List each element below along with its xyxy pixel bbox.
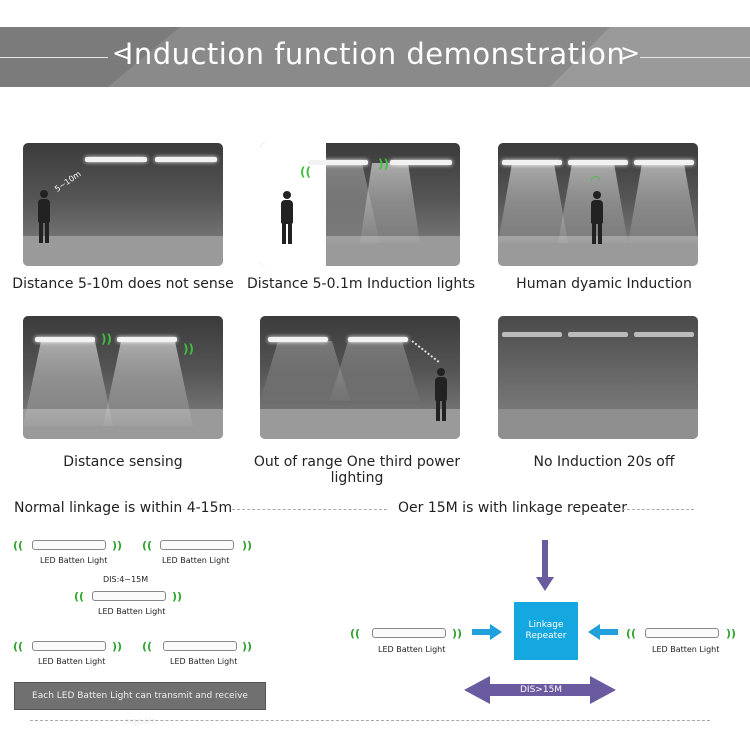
person-icon (280, 191, 294, 244)
lamp-label: LED Batten Light (40, 556, 108, 565)
divider (30, 720, 710, 721)
repeater-label: Linkage (528, 620, 564, 630)
divider (232, 509, 387, 510)
light-fixture (117, 337, 177, 342)
light-fixture (348, 337, 408, 342)
light-fixture (35, 337, 95, 342)
range-label: 5~10m (53, 169, 83, 194)
signal-wave-icon: )) (242, 640, 253, 653)
signal-wave-icon: (( (74, 590, 85, 603)
person-icon (37, 190, 51, 243)
arrow-right-icon (490, 624, 502, 640)
signal-wave-icon: )) (726, 627, 737, 640)
demo-panel-off (498, 316, 698, 439)
signal-wave-icon: (( (142, 539, 153, 552)
chevron-left-icon: < (112, 39, 133, 67)
light-beam (498, 163, 568, 243)
lamp-label: LED Batten Light (652, 645, 720, 654)
signal-wave-icon: (( (350, 627, 361, 640)
light-fixture (568, 332, 628, 337)
panel-caption: Distance 5-0.1m Induction lights (246, 276, 476, 292)
info-box: Each LED Batten Light can transmit and r… (14, 682, 266, 727)
distance-arrow-label: DIS>15M (520, 685, 563, 695)
signal-wave-icon: )) (172, 590, 183, 603)
banner-line-left (0, 57, 108, 58)
distance-arrow (464, 676, 616, 704)
demo-panel-far: 5~10m (23, 143, 223, 266)
light-fixture (85, 157, 147, 162)
light-beam (628, 163, 698, 243)
signal-wave-icon: )) (378, 157, 389, 171)
person-icon (590, 191, 604, 244)
divider (622, 509, 694, 510)
banner-line-right (640, 57, 750, 58)
arrow-down-shaft (542, 540, 548, 578)
demo-panel-near: (( )) (260, 143, 460, 266)
lamp-label: LED Batten Light (98, 607, 166, 616)
demo-panel-out-of-range (260, 316, 460, 439)
lamp-label: LED Batten Light (378, 645, 446, 654)
panel-caption: No Induction 20s off (533, 454, 675, 470)
repeater-linkage-title: Oer 15M is with linkage repeater (398, 500, 628, 516)
distance-label: DIS:4~15M (103, 575, 149, 584)
signal-wave-icon: ◠ (591, 173, 601, 187)
page-title: Induction function demonstration (124, 37, 626, 71)
arrow-right-shaft (472, 629, 492, 635)
light-fixture (308, 160, 368, 165)
batten-light (32, 540, 106, 550)
light-beam (103, 341, 193, 426)
signal-wave-icon: (( (142, 640, 153, 653)
demo-panel-distance: )) )) (23, 316, 223, 439)
floor (23, 236, 223, 266)
signal-wave-icon: (( (300, 165, 311, 179)
normal-linkage-title: Normal linkage is within 4-15m (14, 500, 233, 516)
signal-wave-icon: )) (242, 539, 253, 552)
arrow-left-icon (588, 624, 600, 640)
floor (260, 409, 460, 439)
batten-light (372, 628, 446, 638)
panel-caption: Distance 5-10m does not sense (12, 276, 234, 292)
light-fixture (390, 160, 452, 165)
signal-wave-icon: )) (101, 332, 112, 346)
lamp-label: LED Batten Light (170, 657, 238, 666)
floor (498, 409, 698, 439)
panel-caption: Distance sensing (63, 454, 183, 470)
light-beam (23, 341, 113, 426)
light-fixture (155, 157, 217, 162)
header-banner: < > Induction function demonstration (0, 27, 750, 87)
sensor-path (411, 340, 440, 363)
signal-wave-icon: (( (13, 539, 24, 552)
light-beam (330, 341, 420, 401)
arrow-down-icon (536, 577, 554, 591)
panel-caption: Human dyamic Induction (516, 276, 692, 292)
lamp-label: LED Batten Light (38, 657, 106, 666)
light-fixture (502, 160, 562, 165)
signal-wave-icon: (( (626, 627, 637, 640)
chevron-right-icon: > (620, 39, 641, 67)
batten-light (32, 641, 106, 651)
person-icon (434, 368, 448, 421)
batten-light (92, 591, 166, 601)
batten-light (163, 641, 237, 651)
batten-light (160, 540, 234, 550)
arrow-left-shaft (598, 629, 618, 635)
signal-wave-icon: (( (13, 640, 24, 653)
lamp-label: LED Batten Light (162, 556, 230, 565)
light-fixture (634, 160, 694, 165)
signal-wave-icon: )) (112, 640, 123, 653)
light-beam (260, 341, 350, 401)
repeater-diagram (464, 540, 618, 704)
linkage-repeater: Linkage Repeater (514, 602, 578, 660)
batten-light (645, 628, 719, 638)
light-fixture (502, 332, 562, 337)
panel-caption: Out of range One third power lighting (253, 454, 461, 486)
light-fixture (268, 337, 328, 342)
signal-wave-icon: )) (452, 627, 463, 640)
signal-wave-icon: )) (112, 539, 123, 552)
demo-panel-dynamic: ◠ (498, 143, 698, 266)
light-fixture (568, 160, 628, 165)
signal-wave-icon: )) (183, 342, 194, 356)
repeater-label: Repeater (525, 631, 567, 641)
light-fixture (634, 332, 694, 337)
